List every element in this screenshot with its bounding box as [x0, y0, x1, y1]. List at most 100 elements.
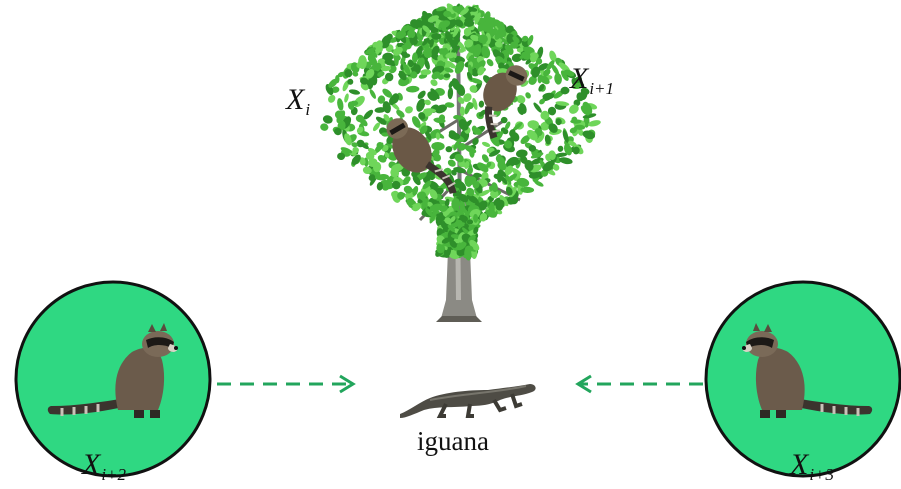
leaf [382, 88, 393, 98]
leaf [384, 152, 390, 158]
leaf [537, 63, 549, 71]
leaf [555, 118, 562, 126]
leaf [428, 25, 439, 33]
leaf [435, 132, 441, 140]
leaf [473, 172, 482, 178]
leaf [401, 25, 409, 33]
leaf [542, 160, 555, 172]
leaf [486, 161, 492, 168]
leaf [429, 189, 438, 200]
iguana-label: iguana [417, 426, 489, 456]
leaf [376, 182, 384, 191]
leaf [530, 152, 544, 159]
leaf [458, 193, 469, 203]
dashed-arrow-icon [575, 374, 703, 394]
leaf [533, 102, 542, 113]
leaf [469, 239, 480, 251]
leaf [368, 48, 378, 58]
leaf [430, 88, 440, 100]
leaf [436, 242, 445, 254]
leaf [376, 142, 384, 150]
leaf [567, 140, 577, 147]
leaf [453, 140, 460, 151]
leaf [526, 129, 538, 141]
leaf [454, 61, 465, 74]
label-xi1: Xi+1 [570, 64, 614, 98]
leaf [500, 175, 508, 185]
leaf [472, 127, 482, 135]
leaf [489, 40, 497, 48]
leaf [477, 162, 489, 173]
leaf [432, 65, 445, 74]
leaf [577, 129, 584, 136]
label-xi2-sub: i+2 [101, 465, 127, 484]
leaf [451, 198, 461, 210]
leaf [573, 99, 581, 107]
leaf [334, 127, 342, 136]
leaf [372, 161, 382, 173]
leaf [488, 17, 500, 27]
leaf [478, 100, 485, 108]
leaf [438, 114, 446, 122]
leaf [375, 116, 387, 125]
leaf [439, 205, 448, 212]
leaf [459, 214, 468, 223]
leaf [464, 145, 477, 154]
leaf [393, 52, 399, 66]
leaf [569, 104, 579, 114]
leaf [531, 157, 544, 165]
leaf [505, 25, 514, 34]
leaf [509, 195, 519, 205]
leaf [337, 120, 346, 131]
leaf [504, 44, 512, 51]
leaf [372, 122, 381, 132]
leaf [391, 163, 404, 172]
leaf [377, 71, 385, 77]
leaf [401, 53, 411, 58]
leaf [459, 8, 469, 16]
leaf [383, 42, 390, 49]
leaf [320, 123, 329, 131]
leaf [560, 70, 569, 81]
leaf [490, 189, 499, 199]
leaf [572, 146, 580, 155]
leaf [511, 157, 519, 163]
leaf [384, 72, 394, 82]
leaf [429, 211, 437, 224]
leaf [512, 122, 523, 131]
leaf [557, 145, 564, 152]
leaf [528, 144, 537, 152]
leaf [444, 198, 450, 207]
leaf [562, 130, 569, 143]
label-xi3-base: X [790, 448, 809, 481]
leaf [438, 20, 451, 29]
leaf [383, 114, 390, 122]
leaf [521, 35, 529, 42]
leaf [543, 68, 551, 77]
leaf [391, 191, 397, 198]
leaf [392, 46, 403, 56]
leaf [516, 177, 530, 187]
leaf [574, 124, 586, 130]
leaf [459, 106, 466, 116]
leaf [431, 45, 440, 56]
leaf [337, 152, 346, 161]
leaf [474, 12, 481, 25]
leaf [422, 180, 432, 190]
leaf [421, 15, 428, 26]
leaf [494, 28, 503, 40]
leaf [416, 98, 426, 112]
leaf [458, 119, 469, 131]
leaf [447, 159, 456, 167]
leaf [481, 46, 491, 59]
leaf [528, 171, 542, 179]
leaf [405, 106, 413, 114]
leaf [407, 59, 414, 68]
leaf [448, 130, 457, 138]
label-xi2-base: X [82, 448, 101, 481]
leaf [444, 217, 452, 225]
leaf [403, 185, 413, 194]
leaf [539, 98, 546, 105]
leaf [431, 32, 442, 40]
